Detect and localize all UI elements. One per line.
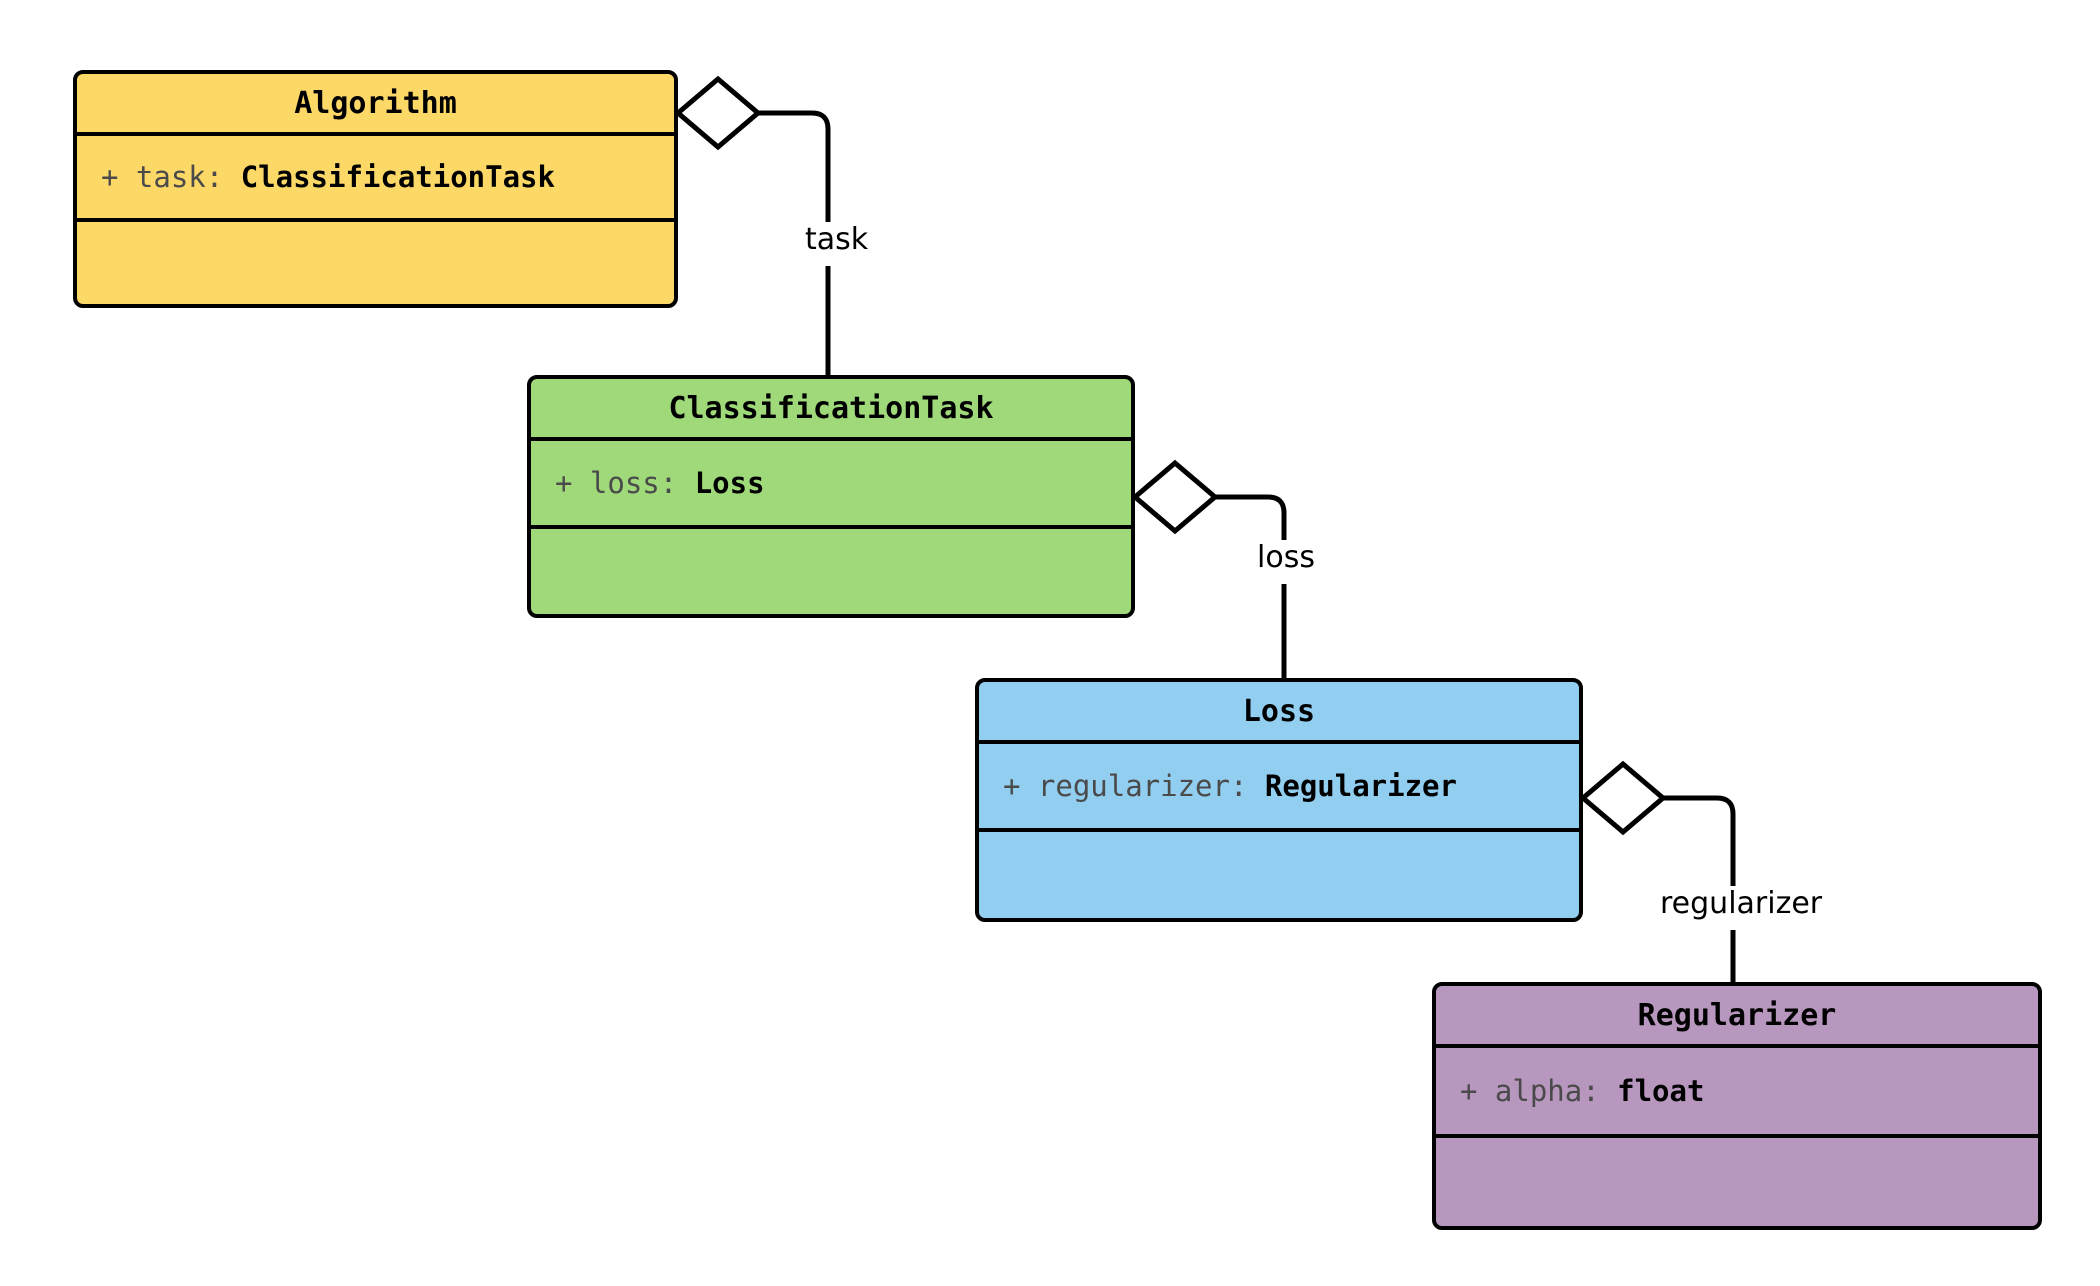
edge-label-task: task [800, 222, 874, 258]
attribute-row: + task: ClassificationTask [101, 160, 555, 194]
attribute-type: float [1617, 1074, 1705, 1108]
class-attributes-regularizer: + alpha: float [1436, 1048, 2038, 1138]
class-box-algorithm[interactable]: Algorithm + task: ClassificationTask [73, 70, 678, 308]
class-attributes-classificationtask: + loss: Loss [531, 441, 1131, 529]
class-name-classificationtask: ClassificationTask [668, 390, 994, 426]
class-title-regularizer: Regularizer [1436, 986, 2038, 1048]
attribute-row: + regularizer: Regularizer [1003, 769, 1457, 803]
class-box-classificationtask[interactable]: ClassificationTask + loss: Loss [527, 375, 1135, 618]
class-title-loss: Loss [979, 682, 1579, 744]
edge-regularizer[interactable] [1579, 760, 1736, 982]
class-title-algorithm: Algorithm [77, 74, 674, 136]
class-title-classificationtask: ClassificationTask [531, 379, 1131, 441]
class-box-regularizer[interactable]: Regularizer + alpha: float [1432, 982, 2042, 1230]
attribute-type: ClassificationTask [240, 160, 555, 194]
aggregation-diamond-icon-loss [1131, 459, 1219, 535]
attribute-prefix: + regularizer: [1003, 769, 1265, 803]
attribute-type: Loss [694, 466, 765, 500]
attribute-prefix: + loss: [555, 466, 695, 500]
edge-loss-path [1215, 494, 1287, 678]
class-name-regularizer: Regularizer [1637, 997, 1837, 1033]
attribute-prefix: + task: [101, 160, 241, 194]
attribute-row: + alpha: float [1460, 1074, 1704, 1108]
class-name-algorithm: Algorithm [294, 85, 457, 121]
edge-label-loss: loss [1252, 540, 1320, 576]
attribute-row: + loss: Loss [555, 466, 765, 500]
class-attributes-loss: + regularizer: Regularizer [979, 744, 1579, 832]
class-box-loss[interactable]: Loss + regularizer: Regularizer [975, 678, 1583, 922]
class-name-loss: Loss [1242, 693, 1316, 729]
class-attributes-algorithm: + task: ClassificationTask [77, 136, 674, 222]
attribute-type: Regularizer [1264, 769, 1457, 803]
edge-label-regularizer: regularizer [1655, 886, 1828, 922]
attribute-prefix: + alpha: [1460, 1074, 1618, 1108]
aggregation-diamond-icon-task [674, 75, 762, 151]
aggregation-diamond-icon-regularizer [1579, 760, 1667, 836]
